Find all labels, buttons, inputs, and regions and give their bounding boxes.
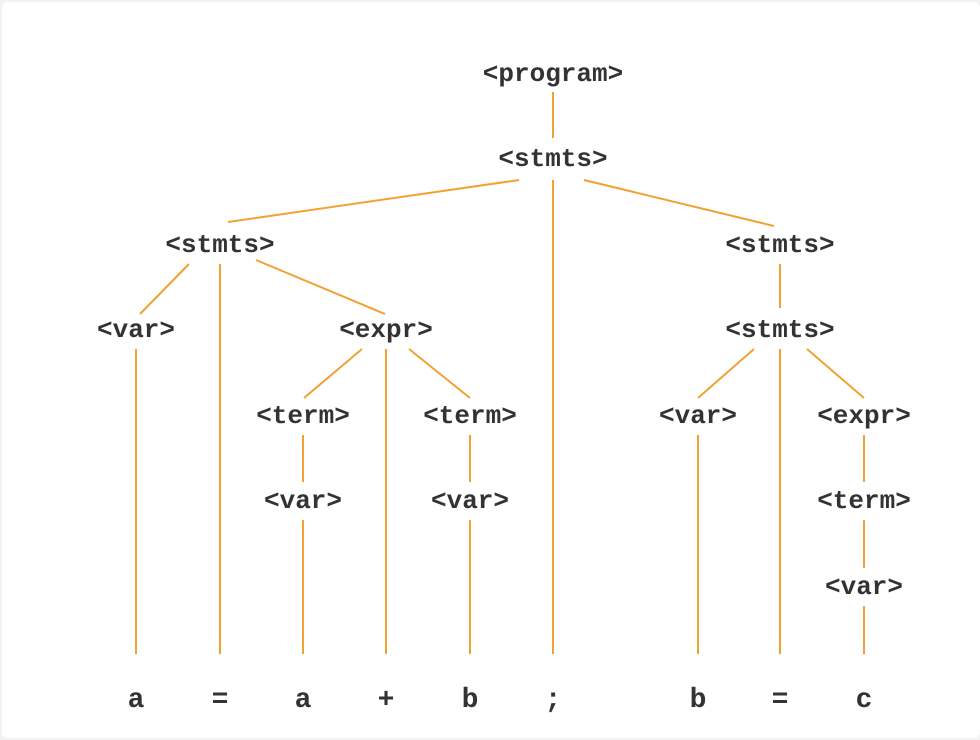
tree-edges (135, 92, 865, 654)
node-expr-right: <expr> (817, 401, 911, 431)
node-var-left: <var> (97, 315, 175, 345)
edge-stmts-root-stmts-right (583, 179, 775, 227)
node-var-a: <var> (264, 486, 342, 516)
node-term-b: <term> (423, 401, 517, 431)
node-term-c: <term> (817, 486, 911, 516)
edge-stmts-left-expr (255, 259, 386, 315)
node-var-b: <var> (431, 486, 509, 516)
node-var-right: <var> (659, 401, 737, 431)
node-stmts-right-inner: <stmts> (725, 315, 834, 345)
node-stmts-left: <stmts> (165, 230, 274, 260)
node-program: <program> (483, 59, 623, 89)
node-stmts-right: <stmts> (725, 230, 834, 260)
token-b: b (462, 685, 479, 716)
node-stmts-root: <stmts> (498, 144, 607, 174)
token-equals: = (212, 685, 229, 716)
edge-stmts-left-var (139, 263, 190, 315)
token-b-2: b (690, 685, 707, 716)
token-equals-2: = (772, 685, 789, 716)
token-semicolon: ; (545, 685, 562, 716)
edge-inner-expr (806, 348, 865, 399)
edge-inner-var (697, 348, 755, 399)
node-var-c: <var> (825, 572, 903, 602)
edge-expr-term-b (408, 348, 471, 399)
token-row: a = a + b ; b = c (128, 685, 873, 716)
token-a-2: a (295, 685, 312, 716)
node-term-a: <term> (256, 401, 350, 431)
edge-stmts-root-stmts-left (227, 179, 520, 223)
token-a: a (128, 685, 145, 716)
edge-expr-term-a (303, 348, 363, 399)
node-expr-left: <expr> (339, 315, 433, 345)
token-c: c (856, 685, 873, 716)
token-plus: + (378, 685, 395, 716)
tree-nodes: <program> <stmts> <stmts> <stmts> <var> … (97, 59, 911, 602)
